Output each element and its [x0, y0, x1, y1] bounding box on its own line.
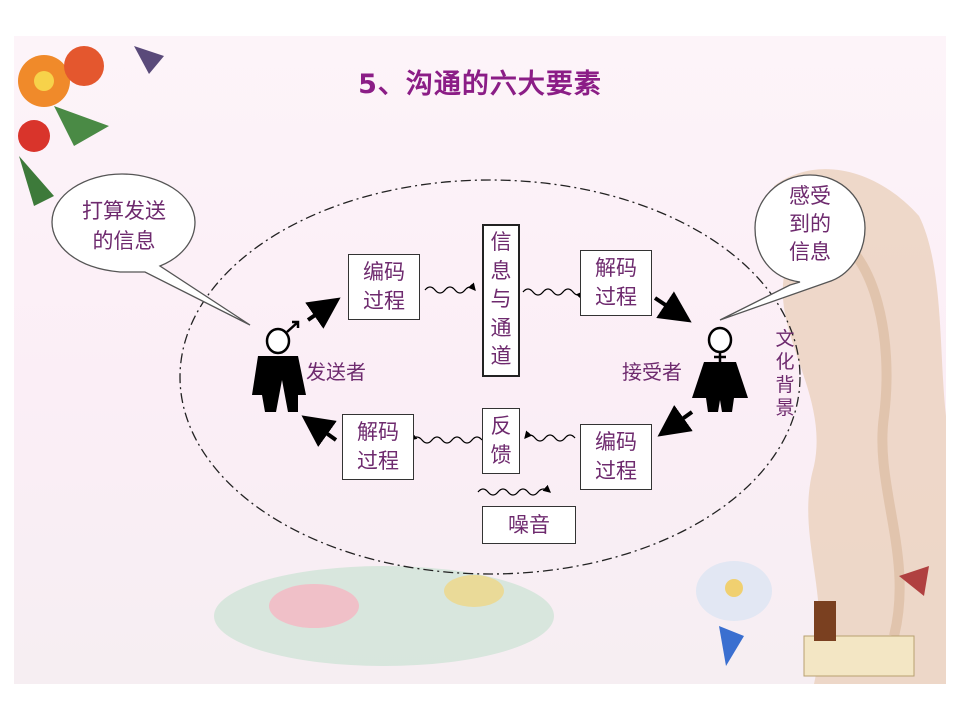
encode-process-box-bottom: 编码 过程 — [580, 424, 652, 490]
receiver-figure — [692, 326, 748, 412]
decode-process-box-top: 解码 过程 — [580, 250, 652, 316]
channel-char-1: 信 — [490, 230, 512, 254]
encode-process-box-top: 编码 过程 — [348, 254, 420, 320]
noise-box: 噪音 — [482, 506, 576, 544]
feedback-box: 反 馈 — [482, 408, 520, 474]
sender-bubble-line-2: 的信息 — [92, 229, 156, 253]
slide-background — [14, 36, 946, 684]
channel-char-2: 息 — [490, 258, 512, 283]
encode-bottom-line-1: 编码 — [595, 430, 637, 454]
culture-background-label: 文 化 背 景 — [772, 328, 798, 420]
channel-char-5: 道 — [490, 344, 512, 368]
decode-bottom-line-2: 过程 — [357, 449, 399, 473]
decode-process-box-bottom: 解码 过程 — [342, 414, 414, 480]
sender-bubble-line-1: 打算发送 — [82, 199, 166, 223]
culture-boundary — [179, 179, 801, 575]
decorative-art — [18, 46, 946, 684]
channel-char-4: 通 — [490, 315, 512, 340]
encode-top-line-1: 编码 — [363, 260, 405, 284]
channel-char-3: 与 — [490, 287, 512, 311]
decode-top-line-1: 解码 — [595, 256, 637, 280]
encode-top-line-2: 过程 — [363, 289, 405, 313]
receiver-bubble-line-3: 信息 — [789, 240, 831, 264]
culture-char-2: 化 — [775, 351, 795, 373]
culture-char-3: 背 — [775, 374, 795, 396]
receiver-bubble-text: 感受 到的 信息 — [770, 182, 850, 266]
culture-char-4: 景 — [775, 397, 795, 419]
sender-label: 发送者 — [306, 360, 366, 384]
receiver-label: 接受者 — [622, 360, 682, 384]
sender-figure — [252, 320, 306, 412]
receiver-bubble-shape — [719, 174, 866, 321]
receiver-bubble-line-2: 到的 — [789, 212, 831, 236]
page-title: 5、沟通的六大要素 — [358, 69, 602, 100]
sender-bubble-text: 打算发送 的信息 — [58, 196, 190, 256]
decode-bottom-line-1: 解码 — [357, 420, 399, 444]
receiver-bubble-line-1: 感受 — [789, 184, 831, 208]
encode-bottom-line-2: 过程 — [595, 459, 637, 483]
feedback-char-2: 馈 — [490, 443, 512, 467]
culture-char-1: 文 — [775, 328, 795, 350]
decode-top-line-2: 过程 — [595, 285, 637, 309]
feedback-char-1: 反 — [490, 414, 512, 438]
channel-box: 信 息 与 通 道 — [482, 224, 520, 377]
sender-bubble-shape — [51, 173, 251, 326]
